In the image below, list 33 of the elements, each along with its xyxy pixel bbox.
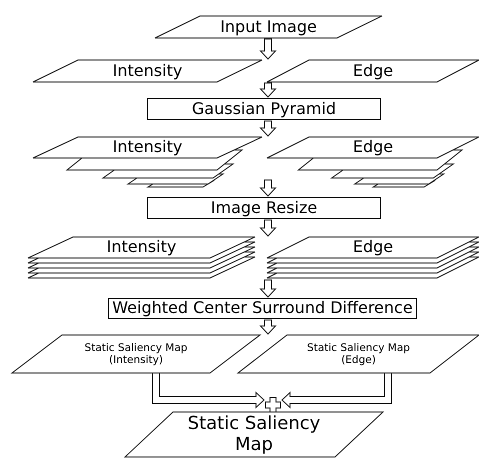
node-label: Static Saliency Map (Intensity) — [84, 342, 188, 366]
block-arrow — [259, 82, 277, 98]
node-label: Edge — [352, 238, 394, 257]
node-label: Image Resize — [210, 198, 318, 218]
image-layer — [33, 60, 262, 82]
process-box — [147, 197, 381, 219]
node-label: Edge — [352, 62, 394, 80]
image-layer — [267, 60, 479, 82]
block-arrow — [152, 372, 265, 409]
block-arrow — [281, 372, 392, 409]
process-box — [147, 98, 381, 120]
node-label: Intensity — [106, 238, 176, 257]
node-label: Weighted Center Surround Difference — [112, 299, 413, 318]
node-label: Intensity — [112, 62, 182, 80]
node-label: Input Image — [220, 18, 317, 36]
block-arrow — [259, 180, 277, 197]
image-layer — [125, 412, 383, 457]
block-arrow — [259, 320, 277, 335]
plus-symbol — [265, 397, 281, 413]
image-layer — [238, 335, 479, 373]
node-label: Gaussian Pyramid — [192, 100, 336, 118]
node-label: Static Saliency Map — [186, 414, 322, 456]
node-label: Static Saliency Map (Edge) — [306, 342, 411, 366]
image-layer — [12, 335, 260, 373]
node-label: Intensity — [112, 138, 182, 157]
block-arrow — [259, 280, 277, 298]
node-label: Edge — [352, 138, 394, 157]
block-arrow — [259, 220, 277, 237]
layer-pyramid — [33, 137, 262, 188]
block-arrow — [259, 38, 277, 60]
image-layer — [155, 16, 382, 38]
block-arrow — [259, 120, 277, 137]
layer-pyramid — [267, 137, 479, 188]
